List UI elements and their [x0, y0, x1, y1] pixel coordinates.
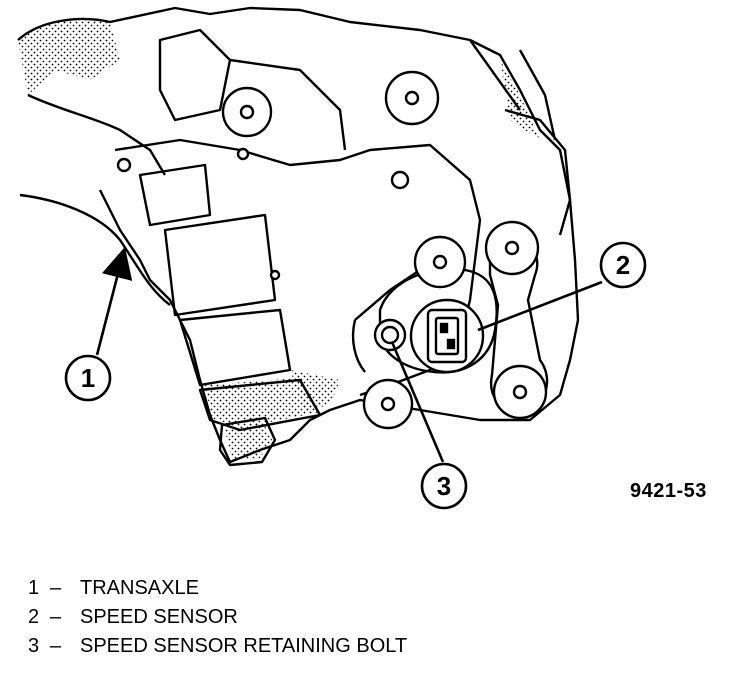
- transaxle-speed-sensor-illustration: 1 2 3: [17, 6, 647, 510]
- figure-id-label: 9421-53: [630, 480, 707, 502]
- legend: 1–TRANSAXLE 2–SPEED SENSOR 3–SPEED SENSO…: [28, 574, 407, 661]
- svg-text:3: 3: [437, 471, 451, 501]
- legend-text: SPEED SENSOR: [80, 606, 238, 628]
- legend-text: TRANSAXLE: [80, 577, 199, 599]
- leader-lines: [95, 246, 603, 463]
- svg-text:1: 1: [81, 363, 95, 393]
- legend-separator: –: [50, 577, 62, 599]
- svg-text:2: 2: [616, 250, 630, 280]
- legend-number: 1: [28, 577, 40, 599]
- legend-text: SPEED SENSOR RETAINING BOLT: [80, 635, 408, 657]
- callout-1: 1: [64, 354, 112, 402]
- retaining-bolt: [373, 318, 407, 352]
- legend-item: 3–SPEED SENSOR RETAINING BOLT: [28, 632, 407, 661]
- speed-sensor: [409, 298, 485, 374]
- callout-3: 3: [420, 462, 468, 510]
- legend-item: 2–SPEED SENSOR: [28, 603, 407, 632]
- mounting-bosses: [116, 70, 548, 430]
- legend-number: 2: [28, 606, 40, 628]
- legend-separator: –: [50, 635, 62, 657]
- legend-number: 3: [28, 635, 40, 657]
- housing-shading: [18, 19, 540, 460]
- legend-item: 1–TRANSAXLE: [28, 574, 407, 603]
- legend-separator: –: [50, 606, 62, 628]
- callout-2: 2: [599, 241, 647, 289]
